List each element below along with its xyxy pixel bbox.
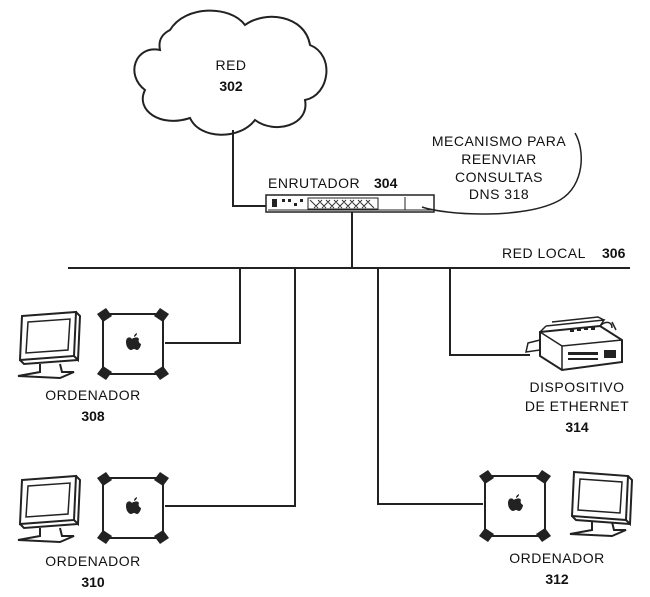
computer-310 <box>17 472 169 544</box>
ethernet-device-ref: 314 <box>565 419 589 435</box>
computer-312-label: ORDENADOR <box>509 550 605 566</box>
network-cloud <box>133 9 328 136</box>
computer-312 <box>479 470 634 542</box>
computer-310-link <box>165 268 296 507</box>
computer-308-label: ORDENADOR <box>45 387 141 403</box>
computer-308 <box>17 308 169 380</box>
dns-mechanism-line-2: REENVIAR <box>461 151 537 167</box>
lan-ref: 306 <box>602 245 626 261</box>
monitor-icon <box>569 470 634 538</box>
network-label: RED <box>215 57 246 73</box>
computer-308-link <box>165 268 241 344</box>
router-device <box>265 194 435 213</box>
ethernet-device-link <box>449 268 530 356</box>
monitor-icon <box>17 310 82 380</box>
computer-tower-icon <box>97 308 169 380</box>
lan-label: RED LOCAL <box>502 245 586 261</box>
ethernet-device-icon <box>525 316 623 372</box>
ethernet-device-line-2: DE ETHERNET <box>525 398 629 414</box>
computer-tower-icon <box>479 470 551 542</box>
monitor-icon <box>17 474 82 544</box>
dns-mechanism-line-4: DNS 318 <box>469 186 529 202</box>
apple-logo-icon <box>126 333 141 350</box>
computer-310-ref: 310 <box>81 574 105 590</box>
network-ref: 302 <box>219 78 243 94</box>
dns-mechanism-line-1: MECANISMO PARA <box>432 133 566 149</box>
computer-312-link <box>377 268 483 505</box>
router-ref: 304 <box>374 175 398 191</box>
dns-mechanism-leader <box>421 132 582 215</box>
router-label: ENRUTADOR <box>268 175 360 191</box>
apple-logo-icon <box>126 497 141 514</box>
computer-312-ref: 312 <box>545 571 569 587</box>
ethernet-device-line-1: DISPOSITIVO <box>530 379 625 395</box>
dns-mechanism-line-3: CONSULTAS <box>455 169 543 185</box>
computer-308-ref: 308 <box>81 408 105 424</box>
cloud-router-link <box>232 130 268 207</box>
apple-logo-icon <box>508 494 523 511</box>
computer-310-label: ORDENADOR <box>45 553 141 569</box>
computer-tower-icon <box>97 472 169 544</box>
